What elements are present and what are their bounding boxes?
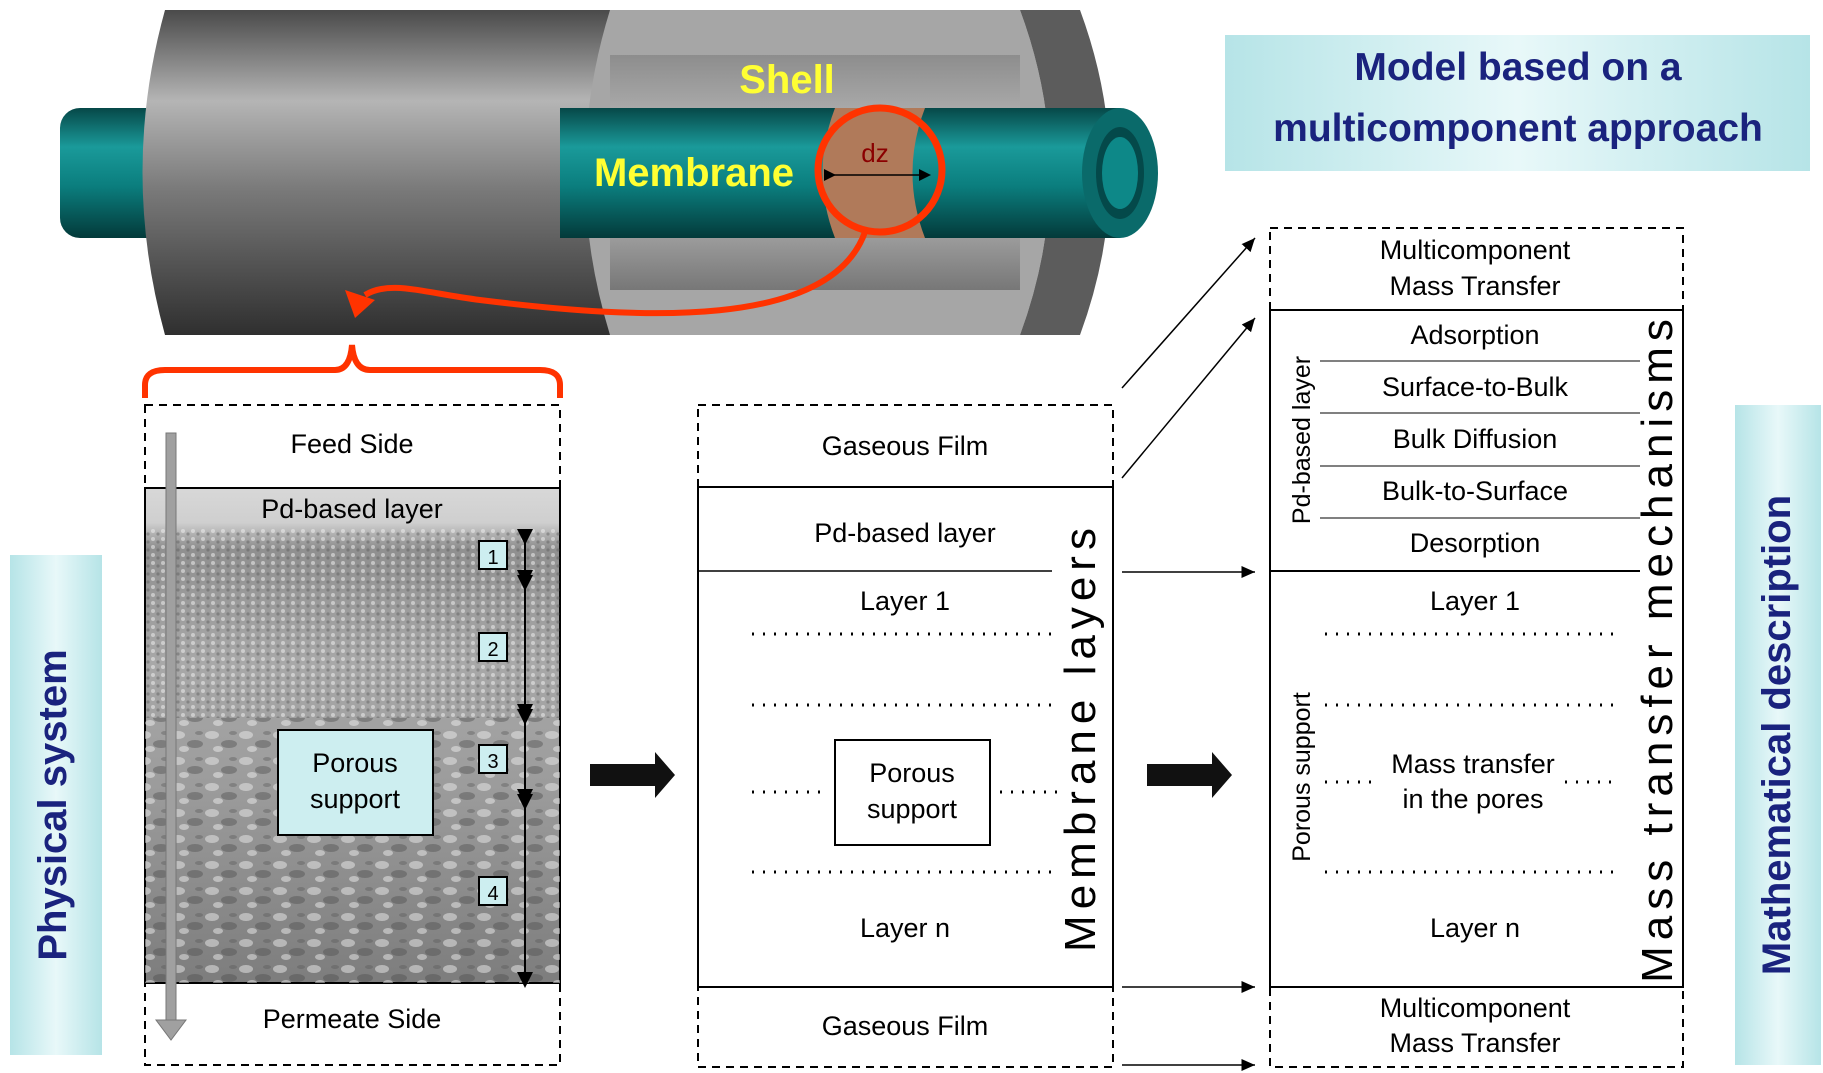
porous-group-label: Porous support <box>1288 692 1316 862</box>
model-dotted-separators <box>752 632 1060 874</box>
connector-arrows <box>1121 237 1256 1071</box>
sem-porous-support-box <box>277 729 434 836</box>
mech-layer-n-label: Layer n <box>1430 913 1520 943</box>
mech-layer-1-label: Layer 1 <box>1430 586 1520 616</box>
flow-arrow-model-to-mechanisms <box>1147 752 1232 798</box>
pd-step-dividers <box>1320 360 1640 519</box>
model-porous-support-line-2: support <box>867 794 958 824</box>
flow-arrow-physical-to-model <box>590 752 675 798</box>
gaseous-film-top-label: Gaseous Film <box>822 431 989 461</box>
layer-marker-3-text: 3 <box>487 751 498 773</box>
layer-marker-4-text: 4 <box>487 883 498 905</box>
sem-pd-layer-label: Pd-based layer <box>261 494 443 524</box>
step-bulk-diffusion: Bulk Diffusion <box>1393 424 1558 454</box>
sem-porous-support-line-2: support <box>310 784 401 814</box>
zoom-brace <box>142 344 563 398</box>
step-surface-to-bulk: Surface-to-Bulk <box>1382 372 1569 402</box>
model-title-line-2: multicomponent approach <box>1273 107 1763 150</box>
layer-marker-2 <box>478 632 508 662</box>
math-description-label: Mathematical description <box>1755 495 1799 975</box>
layer-marker-1 <box>478 540 508 570</box>
bottom-mass-transfer-line-1: Multicomponent <box>1380 993 1571 1023</box>
mech-dotted-separators <box>1325 632 1620 874</box>
layer-marker-2-text: 2 <box>487 639 498 661</box>
model-porous-support-line-1: Porous <box>869 758 955 788</box>
mechanisms-panel: Multicomponent Mass Transfer Pd-based la… <box>1269 227 1684 1068</box>
model-pd-layer-label: Pd-based layer <box>814 518 996 548</box>
step-bulk-to-surface: Bulk-to-Surface <box>1382 476 1568 506</box>
element-highlight-circle <box>814 104 946 236</box>
pd-group-label: Pd-based layer <box>1288 356 1316 524</box>
shell-body <box>142 10 610 335</box>
model-layer-n-label: Layer n <box>860 913 950 943</box>
model-title-line-1: Model based on a <box>1354 46 1682 89</box>
membrane-label: Membrane <box>594 151 794 195</box>
zoom-connector-curve <box>363 230 868 317</box>
feed-side-label: Feed Side <box>290 429 413 459</box>
physical-system-panel: Feed Side Pd-based layer 1 2 3 4 Porous … <box>144 404 561 1066</box>
flow-direction-arrowhead <box>155 1019 187 1041</box>
layer-marker-1-text: 1 <box>487 547 498 569</box>
pores-transfer-line-2: in the pores <box>1402 784 1543 814</box>
membrane-layers-panel: Gaseous Film Pd-based layer Layer 1 Poro… <box>697 404 1114 1068</box>
physical-system-banner <box>10 555 102 1055</box>
sem-porous-support-line-1: Porous <box>312 748 398 778</box>
pores-transfer-line-1: Mass transfer <box>1391 749 1555 779</box>
top-mass-transfer-line-1: Multicomponent <box>1380 235 1571 265</box>
dz-label: dz <box>861 138 888 168</box>
bottom-mass-transfer-line-2: Mass Transfer <box>1389 1028 1560 1058</box>
gaseous-film-bottom-label: Gaseous Film <box>822 1011 989 1041</box>
reactor-cylinder: dz Shell Membrane <box>60 10 1158 335</box>
model-porous-support-box <box>834 739 991 846</box>
mechanisms-vertical-title: Mass transfer mechanisms <box>1633 313 1682 983</box>
flow-direction-shaft <box>165 432 177 1024</box>
membrane-layers-vertical-title: Membrane layers <box>1056 522 1105 952</box>
layer-marker-4 <box>478 876 508 906</box>
layer-marker-3 <box>478 744 508 774</box>
model-layer-1-label: Layer 1 <box>860 586 950 616</box>
zoom-connector-arrowhead <box>345 290 375 318</box>
model-banner <box>1225 35 1810 171</box>
top-mass-transfer-line-2: Mass Transfer <box>1389 271 1560 301</box>
permeate-side-label: Permeate Side <box>263 1004 442 1034</box>
membrane-layers-box <box>697 486 1114 988</box>
mechanisms-layers-box <box>1269 309 1684 988</box>
step-desorption: Desorption <box>1410 528 1541 558</box>
physical-system-label: Physical system <box>31 649 75 960</box>
shell-label: Shell <box>739 58 835 102</box>
step-adsorption: Adsorption <box>1410 320 1539 350</box>
math-description-banner <box>1735 405 1821 1065</box>
membrane-tube-left-end <box>60 108 170 238</box>
